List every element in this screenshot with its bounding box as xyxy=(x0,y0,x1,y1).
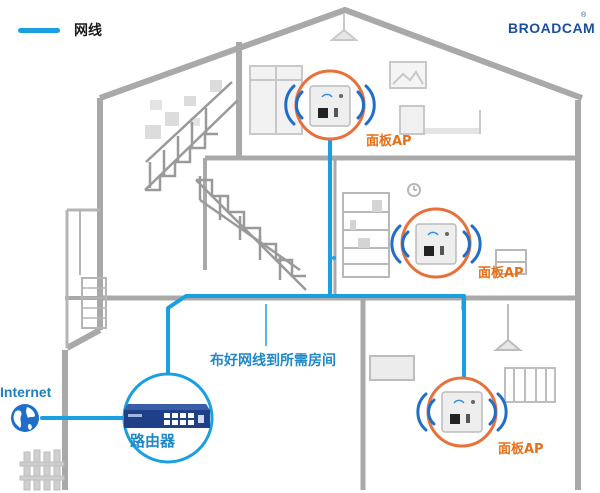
globe-icon xyxy=(11,404,39,432)
access-point-1 xyxy=(284,69,376,141)
house-outline xyxy=(62,6,584,490)
ap-label-1: 面板AP xyxy=(366,134,412,149)
cable-floor-run xyxy=(166,294,466,402)
access-point-3 xyxy=(416,376,508,448)
brand-registered-mark: ® xyxy=(581,12,587,19)
ethernet-switch-icon xyxy=(124,404,210,428)
legend-cable-swatch xyxy=(18,27,60,33)
router-label: 路由器 xyxy=(130,432,176,450)
wall-ap-icon xyxy=(309,85,351,127)
ap-label-3: 面板AP xyxy=(498,442,544,457)
staircase xyxy=(144,81,307,291)
wall-ap-icon xyxy=(415,223,457,265)
wifi-signal-icon xyxy=(390,224,482,264)
internet-label: Internet xyxy=(0,384,52,400)
balcony xyxy=(65,208,107,348)
middle-floor-decor xyxy=(342,183,527,278)
ground-floor-decor xyxy=(369,300,556,403)
wifi-signal-icon xyxy=(284,84,376,126)
wall-ap-icon xyxy=(441,391,483,433)
cabling-label: 布好网线到所需房间 xyxy=(210,353,336,369)
access-point-2 xyxy=(390,207,482,279)
picket-fence xyxy=(19,449,65,491)
network-cabling xyxy=(40,116,466,420)
router xyxy=(122,372,214,464)
legend-label: 网线 xyxy=(74,23,102,39)
brand-logo: BROADCAM xyxy=(508,20,596,36)
legend: 网线 xyxy=(18,18,102,42)
ap-label-2: 面板AP xyxy=(478,266,524,281)
wifi-signal-icon xyxy=(416,392,508,432)
